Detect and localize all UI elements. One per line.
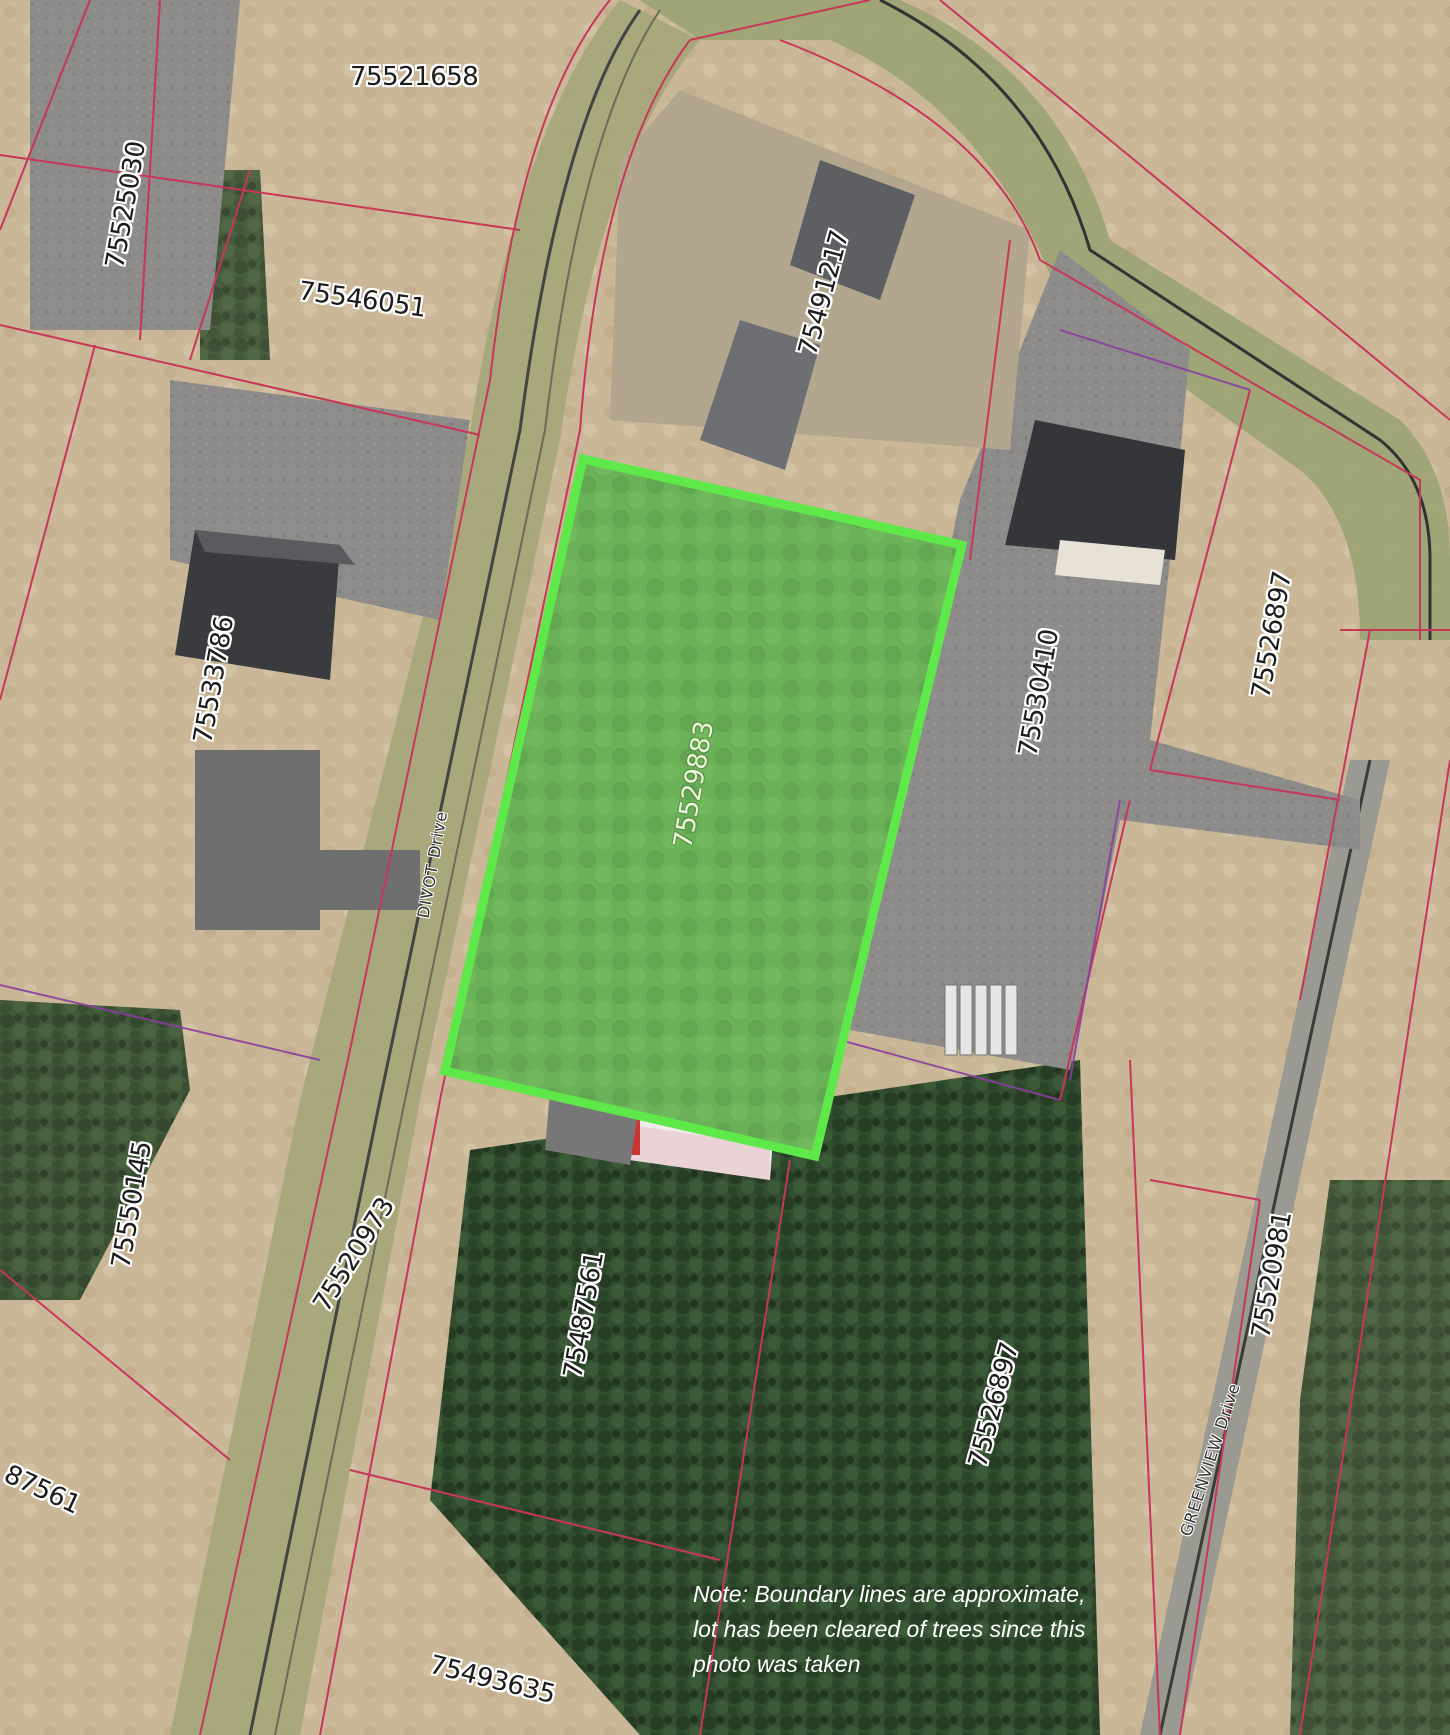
forest-east — [1290, 1180, 1450, 1735]
trailers — [944, 984, 1018, 1056]
parcel-label: 75521658 — [350, 62, 479, 92]
building-north-2 — [700, 320, 820, 470]
disclaimer-note: Note: Boundary lines are approximate, lo… — [693, 1581, 1086, 1677]
forest-south-center — [430, 1060, 1100, 1735]
grass-corridor-curve — [640, 0, 1450, 640]
forest-west — [0, 1000, 190, 1300]
grass-strip-divot — [170, 0, 700, 1735]
building-west — [175, 530, 340, 680]
building-north-1 — [790, 160, 915, 300]
parking-north — [30, 0, 240, 330]
paved-west — [195, 750, 320, 930]
highlighted-lot-border — [439, 453, 968, 1162]
highlighted-lot-fill — [445, 459, 962, 1156]
divot-road — [248, 9, 642, 1735]
building-east — [1005, 420, 1185, 560]
yard-east — [850, 250, 1360, 1070]
curve-road — [879, 0, 1432, 640]
